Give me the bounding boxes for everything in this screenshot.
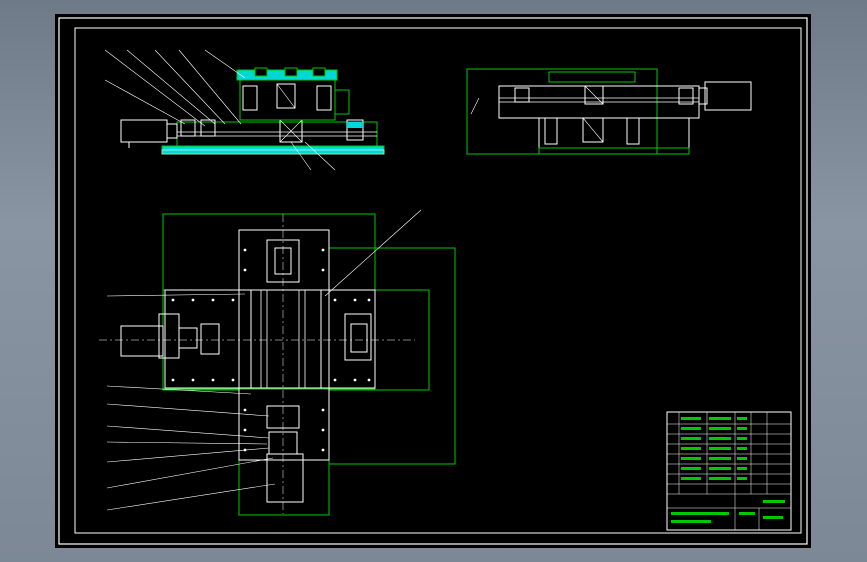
motor-coupling — [166, 123, 178, 139]
mounting-holes — [171, 248, 371, 452]
parts-list-entries — [671, 417, 785, 523]
t-slot-3 — [312, 67, 326, 77]
carriage-bearing-left — [242, 85, 258, 111]
title-block[interactable] — [666, 411, 792, 531]
side-motor — [704, 81, 752, 111]
side-coupling — [698, 87, 708, 105]
leader-6 — [104, 79, 186, 125]
inner-border — [74, 27, 802, 534]
carriage-nut-x — [276, 83, 296, 109]
plan-leader-6 — [106, 447, 270, 463]
plan-leader-5 — [106, 441, 268, 445]
front-section-view[interactable] — [104, 49, 385, 171]
plan-leader-7 — [106, 457, 274, 489]
side-lower-bearing-right — [626, 117, 640, 145]
side-nut-x — [584, 85, 604, 105]
side-break-line — [470, 97, 480, 115]
leader-3 — [154, 49, 226, 125]
outer-border — [58, 17, 808, 545]
x-coupling — [178, 327, 198, 349]
cad-drawing[interactable] — [55, 14, 811, 548]
x-motor-flange — [158, 313, 180, 359]
plan-leader-1 — [106, 293, 246, 297]
side-nut — [584, 85, 604, 105]
title-block-frame — [666, 411, 792, 531]
plan-leader-2 — [106, 385, 252, 395]
side-lower-body — [538, 117, 690, 155]
y-motor — [266, 453, 304, 503]
carriage-bearing-right — [316, 85, 332, 111]
side-bracket — [334, 89, 350, 115]
carriage-nut — [276, 83, 296, 109]
plan-leader-9 — [324, 209, 422, 297]
leader-1 — [104, 49, 206, 127]
leader-4 — [178, 49, 242, 125]
side-base — [538, 147, 690, 155]
base-plate-edge — [161, 149, 385, 155]
bearing-left-2 — [200, 119, 216, 137]
side-top-table — [548, 71, 636, 83]
x-left-bearing — [200, 323, 220, 355]
bearing-right-hatch — [347, 122, 363, 128]
t-slot-1 — [254, 67, 268, 77]
nut-block-x2 — [279, 119, 303, 143]
bearing-left — [180, 119, 196, 137]
leader-8 — [304, 141, 336, 171]
leader-2 — [126, 49, 216, 125]
side-lower-nut-x — [582, 117, 604, 143]
side-lower-nut — [582, 117, 604, 143]
x-saddle — [250, 289, 322, 389]
y-slide-body — [238, 229, 330, 461]
plan-leader-3 — [106, 403, 270, 417]
parts-list-grid — [667, 412, 791, 530]
motor-body — [120, 119, 168, 143]
plan-envelope-right — [328, 247, 456, 465]
side-bearing-left — [514, 87, 530, 103]
t-slot-2 — [284, 67, 298, 77]
x-right-bearing-housing — [344, 313, 372, 361]
plan-leader-8 — [106, 483, 276, 511]
x-motor — [120, 325, 164, 357]
plan-view[interactable] — [99, 209, 456, 516]
leader-5 — [204, 49, 246, 79]
x-right-bearing — [350, 323, 368, 353]
side-view[interactable] — [466, 68, 752, 155]
side-bearing-right — [678, 87, 694, 105]
drawing-sheet — [55, 14, 811, 548]
plan-leader-4 — [106, 425, 270, 439]
side-lower-bearing-left — [544, 117, 558, 145]
leader-7 — [290, 141, 312, 171]
bearing-right — [346, 119, 364, 141]
plan-envelope-vertical — [238, 229, 330, 516]
